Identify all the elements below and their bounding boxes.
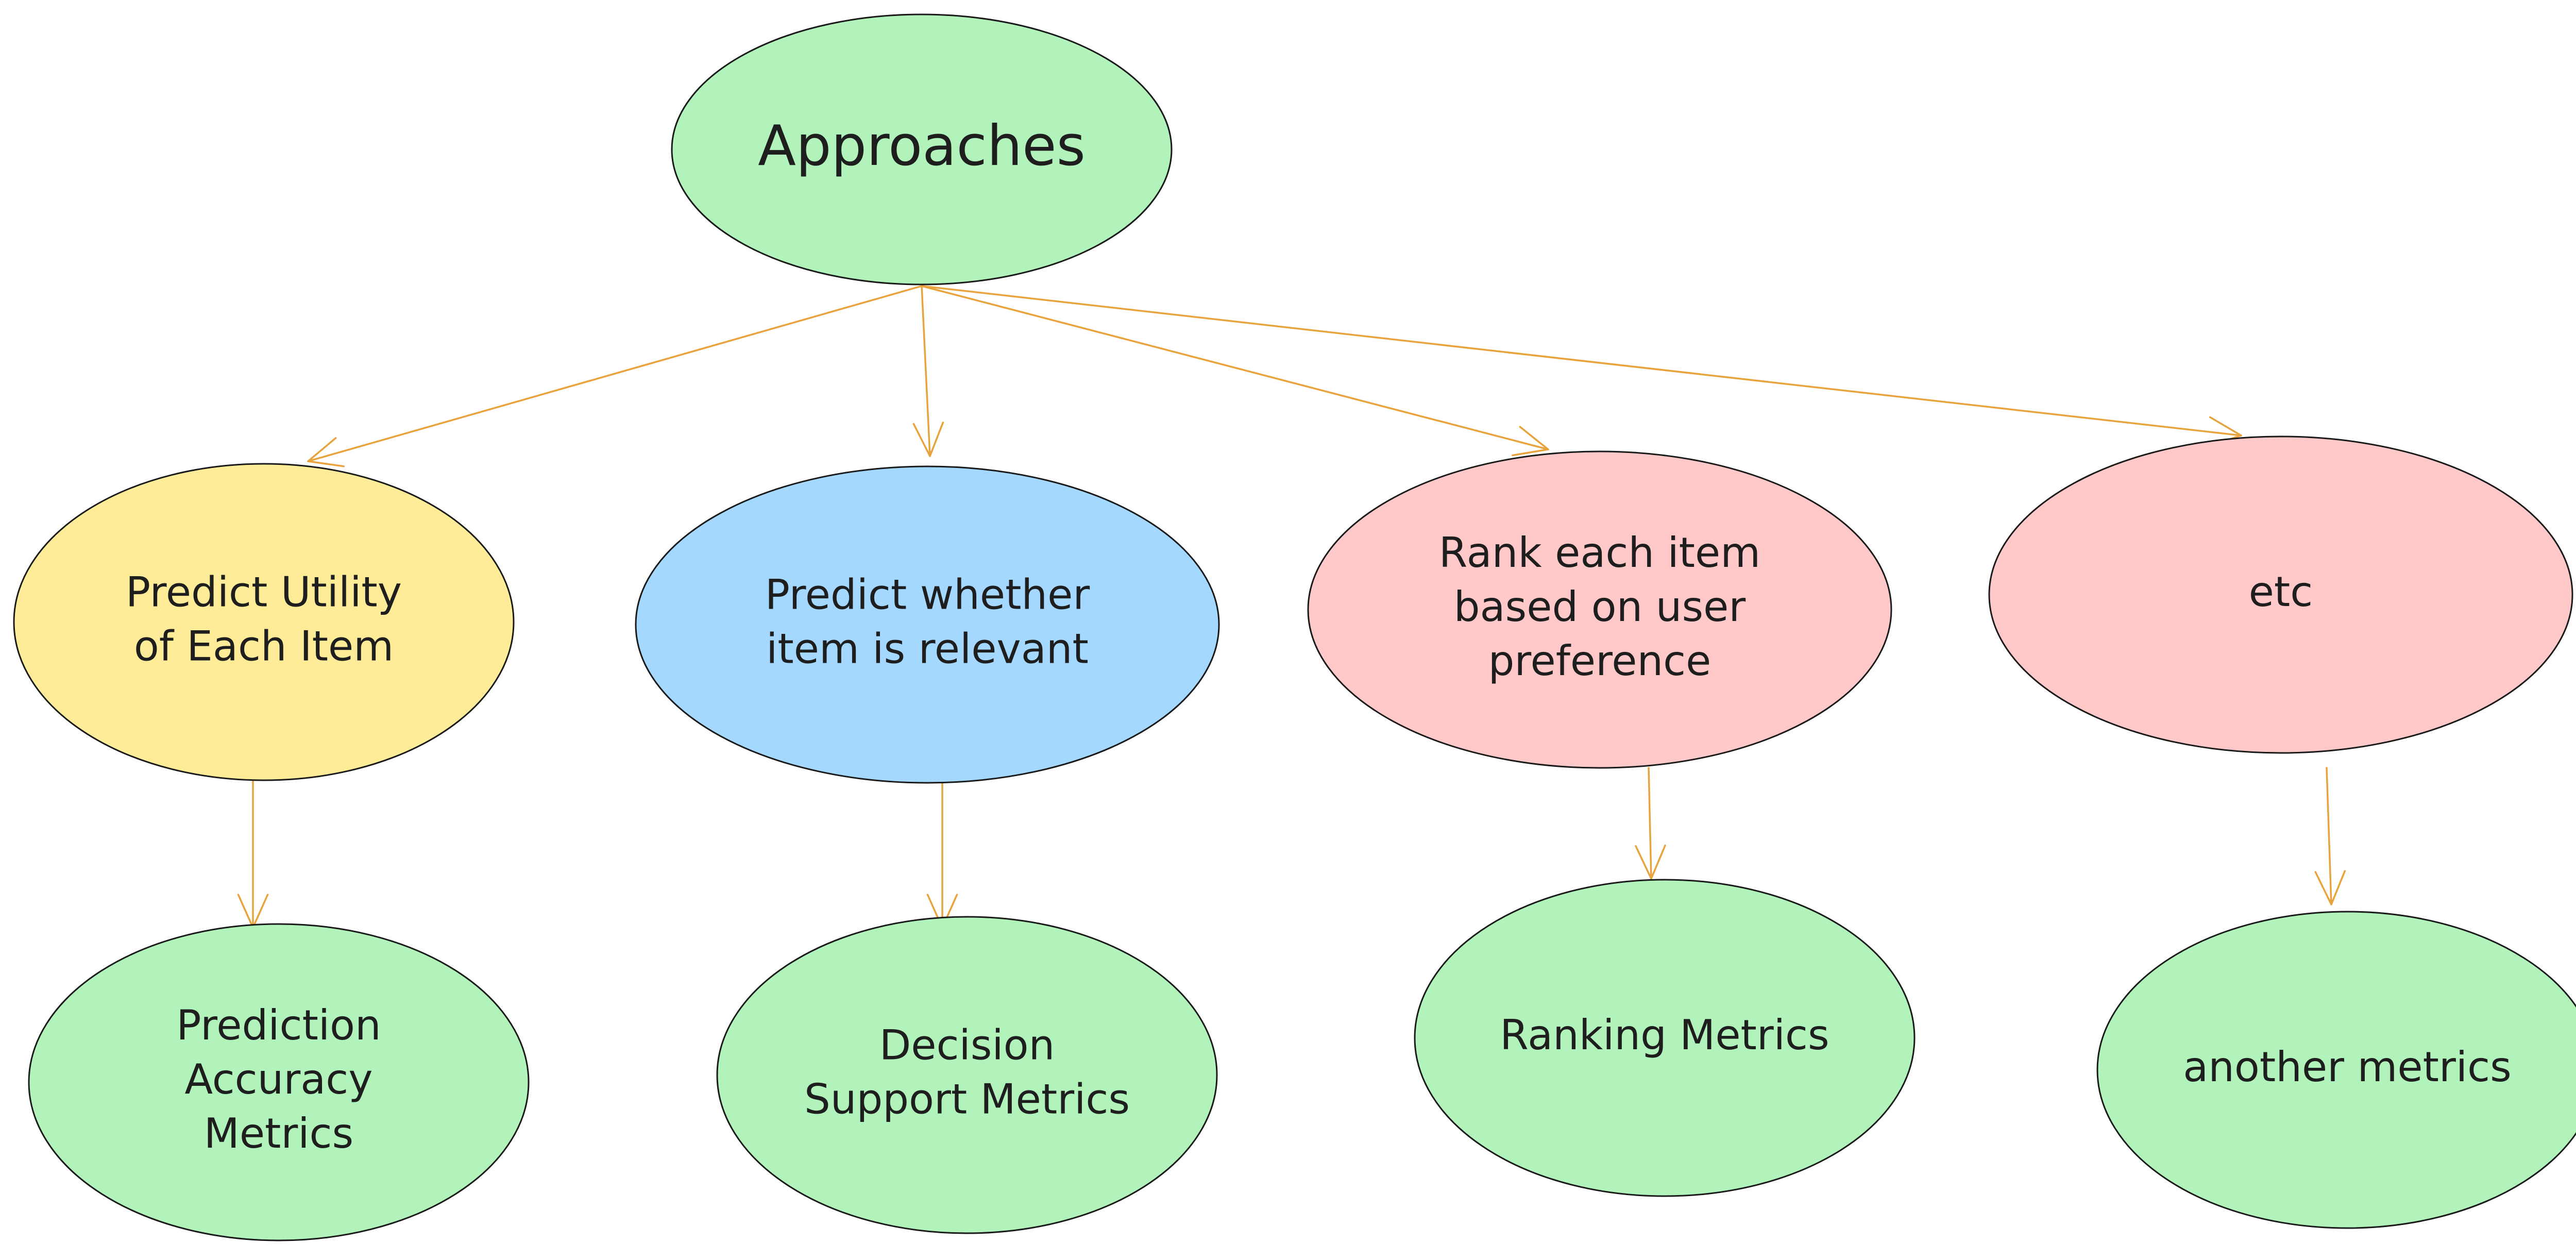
node-approaches-shape[interactable] <box>671 13 1173 286</box>
edge-line <box>307 285 923 462</box>
edge-arrow <box>1635 767 1666 880</box>
node-decision-support-label: Support Metrics <box>804 1075 1130 1123</box>
node-predict-relevant-label: item is relevant <box>766 625 1089 673</box>
node-approaches[interactable]: Approaches <box>671 13 1173 286</box>
node-another-metrics[interactable]: another metrics <box>2096 911 2576 1229</box>
node-predict-utility-label: Predict Utility <box>126 568 402 616</box>
node-another-metrics-shape[interactable] <box>2096 911 2576 1229</box>
edge-line <box>921 285 931 457</box>
arrowhead-icon <box>1635 844 1666 880</box>
arrowhead-icon <box>1512 426 1549 457</box>
arrowhead-icon <box>2314 870 2346 905</box>
node-predict-relevant[interactable]: Predict whether item is relevant <box>635 465 1220 784</box>
node-predict-relevant-shape[interactable] <box>635 465 1220 784</box>
node-predict-utility-label: of Each Item <box>134 622 394 670</box>
node-decision-support-shape[interactable] <box>716 916 1218 1234</box>
node-rank-items[interactable]: Rank each item based on user preference <box>1307 450 1892 769</box>
edge-arrow <box>2314 767 2346 905</box>
node-prediction-accuracy-shape[interactable] <box>28 923 530 1241</box>
edge-line <box>1648 767 1652 880</box>
node-ranking-metrics[interactable]: Ranking Metrics <box>1414 879 1916 1197</box>
arrowhead-icon <box>307 437 345 467</box>
edge-arrow <box>237 775 269 929</box>
node-predict-relevant-label: Predict whether <box>765 570 1090 618</box>
node-decision-support-label: Decision <box>879 1021 1055 1069</box>
node-predict-utility[interactable]: Predict Utility of Each Item <box>13 463 515 781</box>
node-etc-shape[interactable] <box>1988 435 2573 754</box>
edge-line <box>921 285 1549 450</box>
node-etc-label: etc <box>2249 568 2313 616</box>
node-ranking-metrics-label: Ranking Metrics <box>1500 1011 1829 1059</box>
node-rank-items-label: Rank each item <box>1439 529 1760 577</box>
edge-line <box>921 285 2242 437</box>
node-predict-utility-shape[interactable] <box>13 463 515 781</box>
node-prediction-accuracy-label: Prediction <box>176 1001 381 1049</box>
node-prediction-accuracy-label: Accuracy <box>184 1055 372 1103</box>
node-approaches-label: Approaches <box>758 114 1086 178</box>
arrowhead-icon <box>912 422 944 457</box>
node-rank-items-shape[interactable] <box>1307 450 1892 769</box>
edge-arrow <box>921 285 2242 447</box>
node-prediction-accuracy-label: Metrics <box>204 1110 353 1157</box>
node-rank-items-label: based on user <box>1454 583 1746 631</box>
edge-arrow <box>307 285 923 467</box>
edge-line <box>2326 767 2332 905</box>
node-etc[interactable]: etc <box>1988 435 2573 754</box>
node-ranking-metrics-shape[interactable] <box>1414 879 1916 1197</box>
edge-arrow <box>921 285 1549 457</box>
edge-arrow <box>926 775 958 929</box>
edge-arrow <box>912 285 944 457</box>
node-rank-items-label: preference <box>1488 637 1711 685</box>
node-another-metrics-label: another metrics <box>2183 1043 2512 1091</box>
edges-layer <box>237 285 2346 929</box>
